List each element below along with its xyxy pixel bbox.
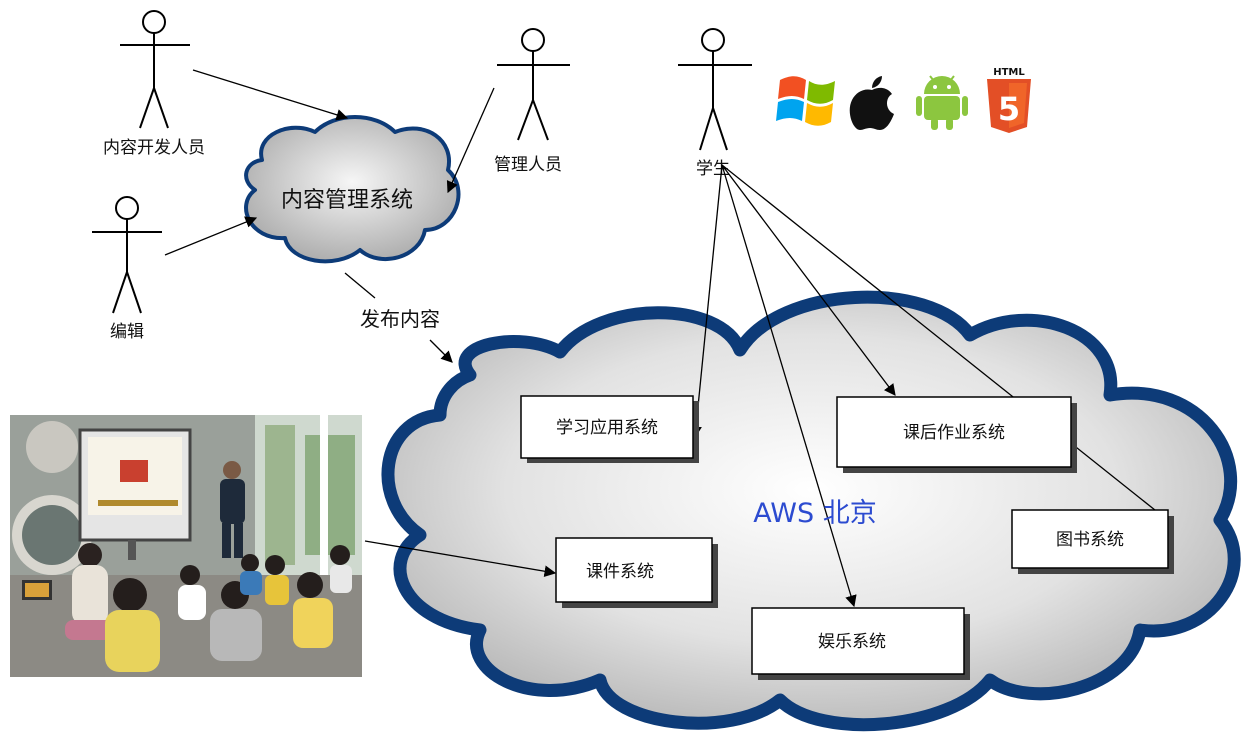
windows-logo (776, 76, 835, 126)
homework-label: 课后作业系统 (903, 423, 1005, 443)
actor-student: 学生 (678, 28, 752, 179)
arrow-admin-to-cms (446, 87, 495, 194)
apple-logo (849, 76, 894, 130)
actor-editor: 编辑 (92, 196, 162, 342)
cms-cloud-label: 内容管理系统 (281, 188, 413, 213)
arrow-student-to-learning (690, 164, 723, 439)
publish-label-group: 发布内容 (343, 300, 457, 336)
arrow-student-to-library (721, 164, 1171, 523)
html5-badge-number: 5 (998, 90, 1020, 128)
arrow-developer-to-cms (192, 69, 349, 121)
android-logo (916, 75, 968, 130)
courseware-label: 课件系统 (586, 562, 654, 582)
system-courseware: 课件系统 (555, 537, 718, 608)
arrow-editor-to-cms (164, 216, 258, 256)
classroom-photo (10, 415, 362, 677)
publish-label: 发布内容 (360, 307, 440, 331)
arrow-student-to-entertainment (721, 164, 857, 608)
content-developer-label: 内容开发人员 (103, 138, 205, 158)
system-homework: 课后作业系统 (836, 396, 1077, 473)
cms-cloud: 内容管理系统 (244, 115, 461, 264)
library-label: 图书系统 (1056, 530, 1124, 550)
arrow-photo-to-courseware (364, 540, 557, 578)
system-entertainment: 娱乐系统 (751, 607, 970, 680)
aws-cloud-label: AWS 北京 (753, 498, 876, 529)
actor-content-developer: 内容开发人员 (103, 10, 205, 158)
html5-logo: HTML 5 (987, 67, 1031, 133)
html5-badge-text: HTML (993, 67, 1025, 78)
admin-label: 管理人员 (494, 155, 562, 175)
entertainment-label: 娱乐系统 (818, 632, 886, 652)
editor-label: 编辑 (110, 322, 144, 342)
learning-app-label: 学习应用系统 (556, 418, 658, 438)
arrow-publish-to-aws (429, 339, 453, 363)
arrow-student-to-homework (721, 164, 896, 396)
system-library: 图书系统 (1011, 509, 1174, 574)
system-learning-app: 学习应用系统 (520, 395, 699, 463)
publish-line (344, 272, 376, 299)
actor-admin: 管理人员 (494, 28, 570, 175)
